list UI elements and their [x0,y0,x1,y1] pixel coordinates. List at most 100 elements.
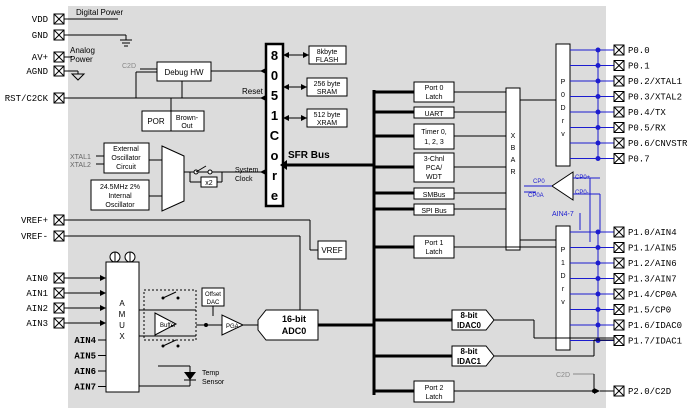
uart-label: UART [425,111,445,118]
smbus-label: SMBus [423,192,446,199]
xbar-letter-0: X [511,133,516,140]
comparator-section: CP0+ CP0- CP0 CP0A AIN4-7 [524,171,601,242]
adc0-label-2: ADC0 [282,326,307,336]
core-letter-0: 8 [271,48,278,63]
ain-inner-label-2: AIN6 [74,367,96,377]
buffer-area [143,289,197,341]
avplus-label: AV+ [32,53,48,63]
p1-pins: P1.0/AIN4P1.1/AIN5P1.2/AIN6P1.3/AIN7P1.4… [570,226,682,347]
int-osc-label-2: Internal [108,193,132,200]
analog-power-label-2: Power [70,55,93,64]
por-label: POR [147,117,165,126]
p1-driver-block [555,225,571,351]
x2-label: x2 [205,180,213,187]
p0-drv-letter-3: r [562,118,565,125]
amux-letter-0: A [119,299,125,308]
reset-label: Reset [242,87,264,96]
p1-label-3: P1.3/AIN7 [628,275,677,285]
p1-label-7: P1.7/IDAC1 [628,337,682,347]
external-oscillator-block [103,142,150,174]
agnd-label: AGND [26,67,48,77]
xbar-letter-3: R [510,169,515,176]
vref-section: VREF+ VREF- VREF [21,214,347,316]
xram-label-1: 512 byte [314,112,341,119]
p0-label-4: P0.4/TX [628,108,666,118]
port1-latch-label-2: Latch [425,249,442,256]
vref-label: VREF [321,246,342,255]
int-osc-label-3: Oscillator [105,202,135,209]
p0-driver-block [555,43,571,167]
vdd-label: VDD [32,15,48,25]
timers-label-1: Timer 0, [421,129,446,136]
cp0-label: CP0 [533,179,545,185]
p0-drv-letter-2: D [560,105,565,112]
comparator-cp0 [551,171,574,201]
brownout-block [170,110,205,132]
amux-letter-1: M [119,310,126,319]
temp-sensor-icon [184,372,196,380]
core-letter-7: e [271,188,278,203]
cp0minus-label: CP0- [575,190,589,196]
xtal1-label: XTAL1 [70,154,91,161]
brownout-label-1: Brown- [176,115,199,122]
port0-latch-label-1: Port 0 [425,85,444,92]
offset-dac-label-1: Offset [205,292,221,298]
buffer-label: Buffer [160,323,176,329]
core-letter-3: 1 [271,108,278,123]
ain4-7-label: AIN4-7 [552,211,574,218]
ain-inner-label-0: AIN4 [74,336,96,346]
p1-drv-letter-1: 1 [561,260,565,267]
peripherals-section: Port 0 Latch UART Timer 0, 1, 2, 3 3-Chn… [374,81,600,403]
idac1-label-2: IDAC1 [457,357,482,366]
internal-oscillator-block [90,179,150,211]
temp-sensor-label-2: Sensor [202,379,225,386]
p0-label-0: P0.0 [628,46,650,56]
xbar-letter-1: B [511,145,516,152]
ain-inner-label-1: AIN5 [74,352,96,362]
p2-pin-group: P2.0/C2D C2D [556,372,671,397]
p0-label-6: P0.6/CNVSTR [628,139,688,149]
gnd-label: GND [32,31,48,41]
temp-sensor-label-1: Temp [202,370,219,377]
adc0-label-1: 16-bit [282,314,306,324]
pca-label-2: PCA/ [426,165,442,172]
p0-label-7: P0.7 [628,155,650,165]
amux-letter-2: U [119,321,125,330]
flash-label-1: 8kbyte [317,49,338,56]
p1-drv-letter-0: P [561,247,566,254]
idac0-block [451,309,495,331]
p0-drv-letter-0: P [561,79,566,86]
xbar-letter-2: A [511,157,516,164]
xram-label-2: XRAM [317,120,337,127]
p1-drv-letter-4: v [561,299,565,306]
idac0-label-1: 8-bit [461,311,478,320]
analog-power-label-1: Analog [70,46,95,55]
adc0-block [257,309,319,341]
p0-label-2: P0.2/XTAL1 [628,77,682,87]
p0-pins: P0.0P0.1P0.2/XTAL1P0.3/XTAL2P0.4/TXP0.5/… [570,44,688,165]
idac1-label-1: 8-bit [461,347,478,356]
clock-section: XTAL1 XTAL2 External Oscillator Circuit … [70,142,266,212]
p0-drv-letter-1: 0 [561,92,565,99]
xbar-block [505,87,521,251]
pca-label-3: WDT [426,174,443,181]
flash-label-2: FLASH [316,57,339,64]
reset-section: RST/C2CK Reset C2D Debug HW POR Brown- O… [5,61,266,132]
p1-label-0: P1.0/AIN4 [628,228,677,238]
ain-label-3: AIN3 [26,319,48,329]
core-section: 8kbyte FLASH 256 byte SRAM 512 byte XRAM… [264,42,348,208]
core-letter-6: r [272,168,277,183]
ext-osc-label-1: External [113,146,139,153]
system-clock-label-1: System [235,167,259,174]
pga-label: PGA [226,324,239,330]
xtal2-label: XTAL2 [70,162,91,169]
vrefminus-label: VREF- [21,232,48,242]
idac-section: 8-bit IDAC0 8-bit IDAC1 [374,309,614,367]
ext-osc-label-2: Oscillator [111,155,141,162]
system-clock-label-2: Clock [235,176,253,183]
